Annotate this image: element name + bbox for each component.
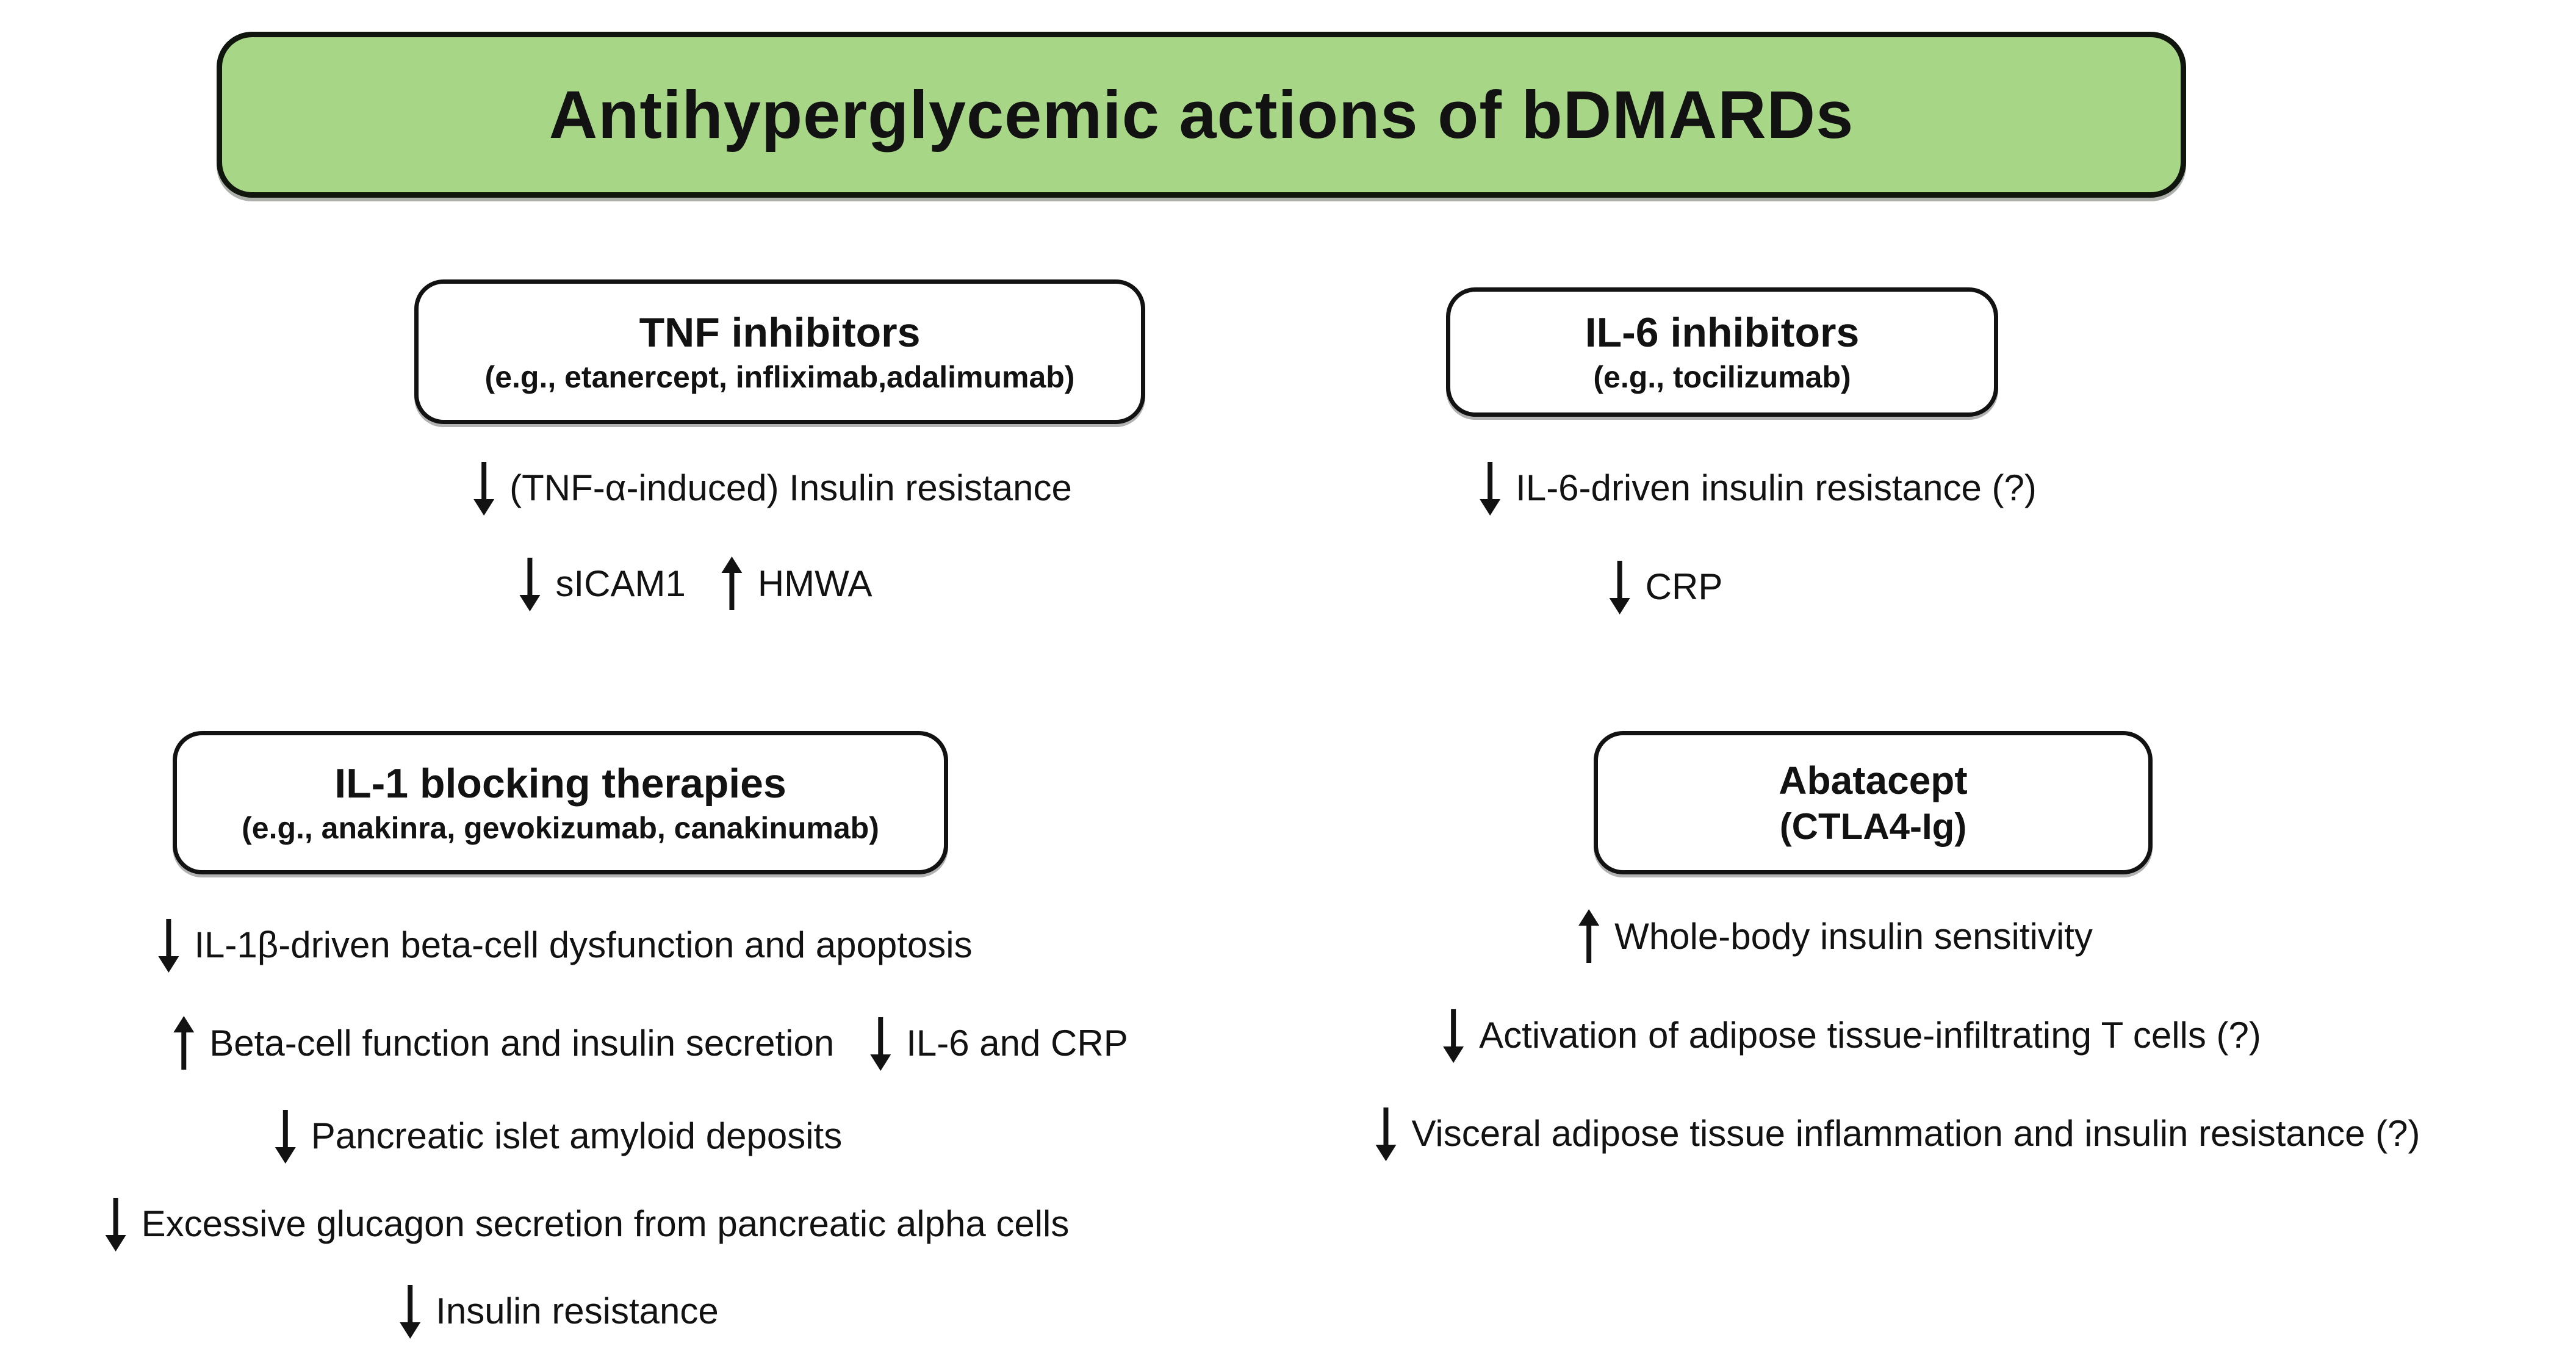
down-arrow-icon xyxy=(869,1016,891,1071)
effect-text: sICAM1 xyxy=(555,563,686,604)
effect-text: CRP xyxy=(1645,566,1723,607)
group-name: IL-1 blocking therapies xyxy=(334,760,786,807)
down-arrow-icon xyxy=(275,1109,297,1164)
down-arrow-icon xyxy=(399,1284,421,1339)
title-banner: Antihyperglycemic actions of bDMARDs xyxy=(217,32,2186,198)
effect-line: CRP xyxy=(1609,560,1723,614)
group-examples: (CTLA4-Ig) xyxy=(1779,805,1967,847)
effect-segment: IL-6-driven insulin resistance (?) xyxy=(1479,461,2037,516)
group-name: Abatacept xyxy=(1779,758,1968,802)
effect-text: (TNF-α-induced) Insulin resistance xyxy=(509,467,1072,508)
effect-segment: Activation of adipose tissue-infiltratin… xyxy=(1442,1008,2261,1063)
effect-segment: CRP xyxy=(1609,560,1723,614)
effect-segment: HMWA xyxy=(721,556,872,611)
down-arrow-icon xyxy=(157,918,179,973)
effect-segment: IL-1β-driven beta-cell dysfunction and a… xyxy=(157,918,972,973)
figure-title: Antihyperglycemic actions of bDMARDs xyxy=(549,77,1854,153)
group-name: IL-6 inhibitors xyxy=(1585,309,1860,356)
effect-line: IL-6-driven insulin resistance (?) xyxy=(1479,461,2037,516)
effect-text: Beta-cell function and insulin secretion xyxy=(209,1023,835,1064)
effect-line: IL-1β-driven beta-cell dysfunction and a… xyxy=(157,918,972,973)
effect-segment: Excessive glucagon secretion from pancre… xyxy=(105,1197,1070,1251)
group-examples: (e.g., tocilizumab) xyxy=(1593,360,1851,394)
effect-line: Activation of adipose tissue-infiltratin… xyxy=(1442,1008,2261,1063)
effect-text: IL-6 and CRP xyxy=(906,1023,1128,1064)
il1-blocking-therapies-box: IL-1 blocking therapies (e.g., anakinra,… xyxy=(173,731,948,874)
effect-line: sICAM1 HMWA xyxy=(519,556,872,611)
abatacept-box: Abatacept (CTLA4-Ig) xyxy=(1594,731,2153,874)
effect-segment: Pancreatic islet amyloid deposits xyxy=(275,1109,842,1164)
effect-line: (TNF-α-induced) Insulin resistance xyxy=(473,461,1072,516)
down-arrow-icon xyxy=(1375,1106,1397,1161)
effect-text: Insulin resistance xyxy=(436,1291,719,1331)
tnf-inhibitors-box: TNF inhibitors (e.g., etanercept, inflix… xyxy=(414,279,1145,424)
effect-line: Pancreatic islet amyloid deposits xyxy=(275,1109,842,1164)
effect-text: Whole-body insulin sensitivity xyxy=(1614,916,2093,957)
up-arrow-icon xyxy=(721,556,743,611)
group-examples: (e.g., anakinra, gevokizumab, canakinuma… xyxy=(242,810,879,845)
effect-text: Pancreatic islet amyloid deposits xyxy=(311,1115,843,1156)
up-arrow-icon xyxy=(1578,909,1600,964)
down-arrow-icon xyxy=(519,556,541,611)
effect-text: IL-1β-driven beta-cell dysfunction and a… xyxy=(194,924,973,965)
down-arrow-icon xyxy=(1479,461,1501,516)
down-arrow-icon xyxy=(105,1197,127,1251)
effect-text: IL-6-driven insulin resistance (?) xyxy=(1516,467,2037,508)
effect-segment: IL-6 and CRP xyxy=(869,1016,1128,1071)
effect-text: HMWA xyxy=(757,563,872,604)
effect-text: Excessive glucagon secretion from pancre… xyxy=(141,1203,1070,1244)
group-name: TNF inhibitors xyxy=(639,309,921,356)
effect-line: Whole-body insulin sensitivity xyxy=(1578,909,2093,964)
effect-segment: Visceral adipose tissue inflammation and… xyxy=(1375,1106,2420,1161)
il6-inhibitors-box: IL-6 inhibitors (e.g., tocilizumab) xyxy=(1446,287,1998,417)
effect-line: Visceral adipose tissue inflammation and… xyxy=(1375,1106,2420,1161)
effect-segment: Insulin resistance xyxy=(399,1284,719,1339)
effect-line: Excessive glucagon secretion from pancre… xyxy=(105,1197,1070,1251)
effect-segment: Whole-body insulin sensitivity xyxy=(1578,909,2093,964)
group-examples: (e.g., etanercept, infliximab,adalimumab… xyxy=(484,359,1075,394)
effect-segment: (TNF-α-induced) Insulin resistance xyxy=(473,461,1072,516)
up-arrow-icon xyxy=(173,1016,195,1071)
effect-text: Visceral adipose tissue inflammation and… xyxy=(1411,1113,2420,1154)
effect-segment: sICAM1 xyxy=(519,556,685,611)
down-arrow-icon xyxy=(473,461,495,516)
effect-line: Beta-cell function and insulin secretion… xyxy=(173,1016,1128,1071)
effect-text: Activation of adipose tissue-infiltratin… xyxy=(1479,1015,2261,1056)
effect-segment: Beta-cell function and insulin secretion xyxy=(173,1016,834,1071)
down-arrow-icon xyxy=(1609,560,1631,614)
down-arrow-icon xyxy=(1442,1008,1464,1063)
effect-line: Insulin resistance xyxy=(399,1284,719,1339)
